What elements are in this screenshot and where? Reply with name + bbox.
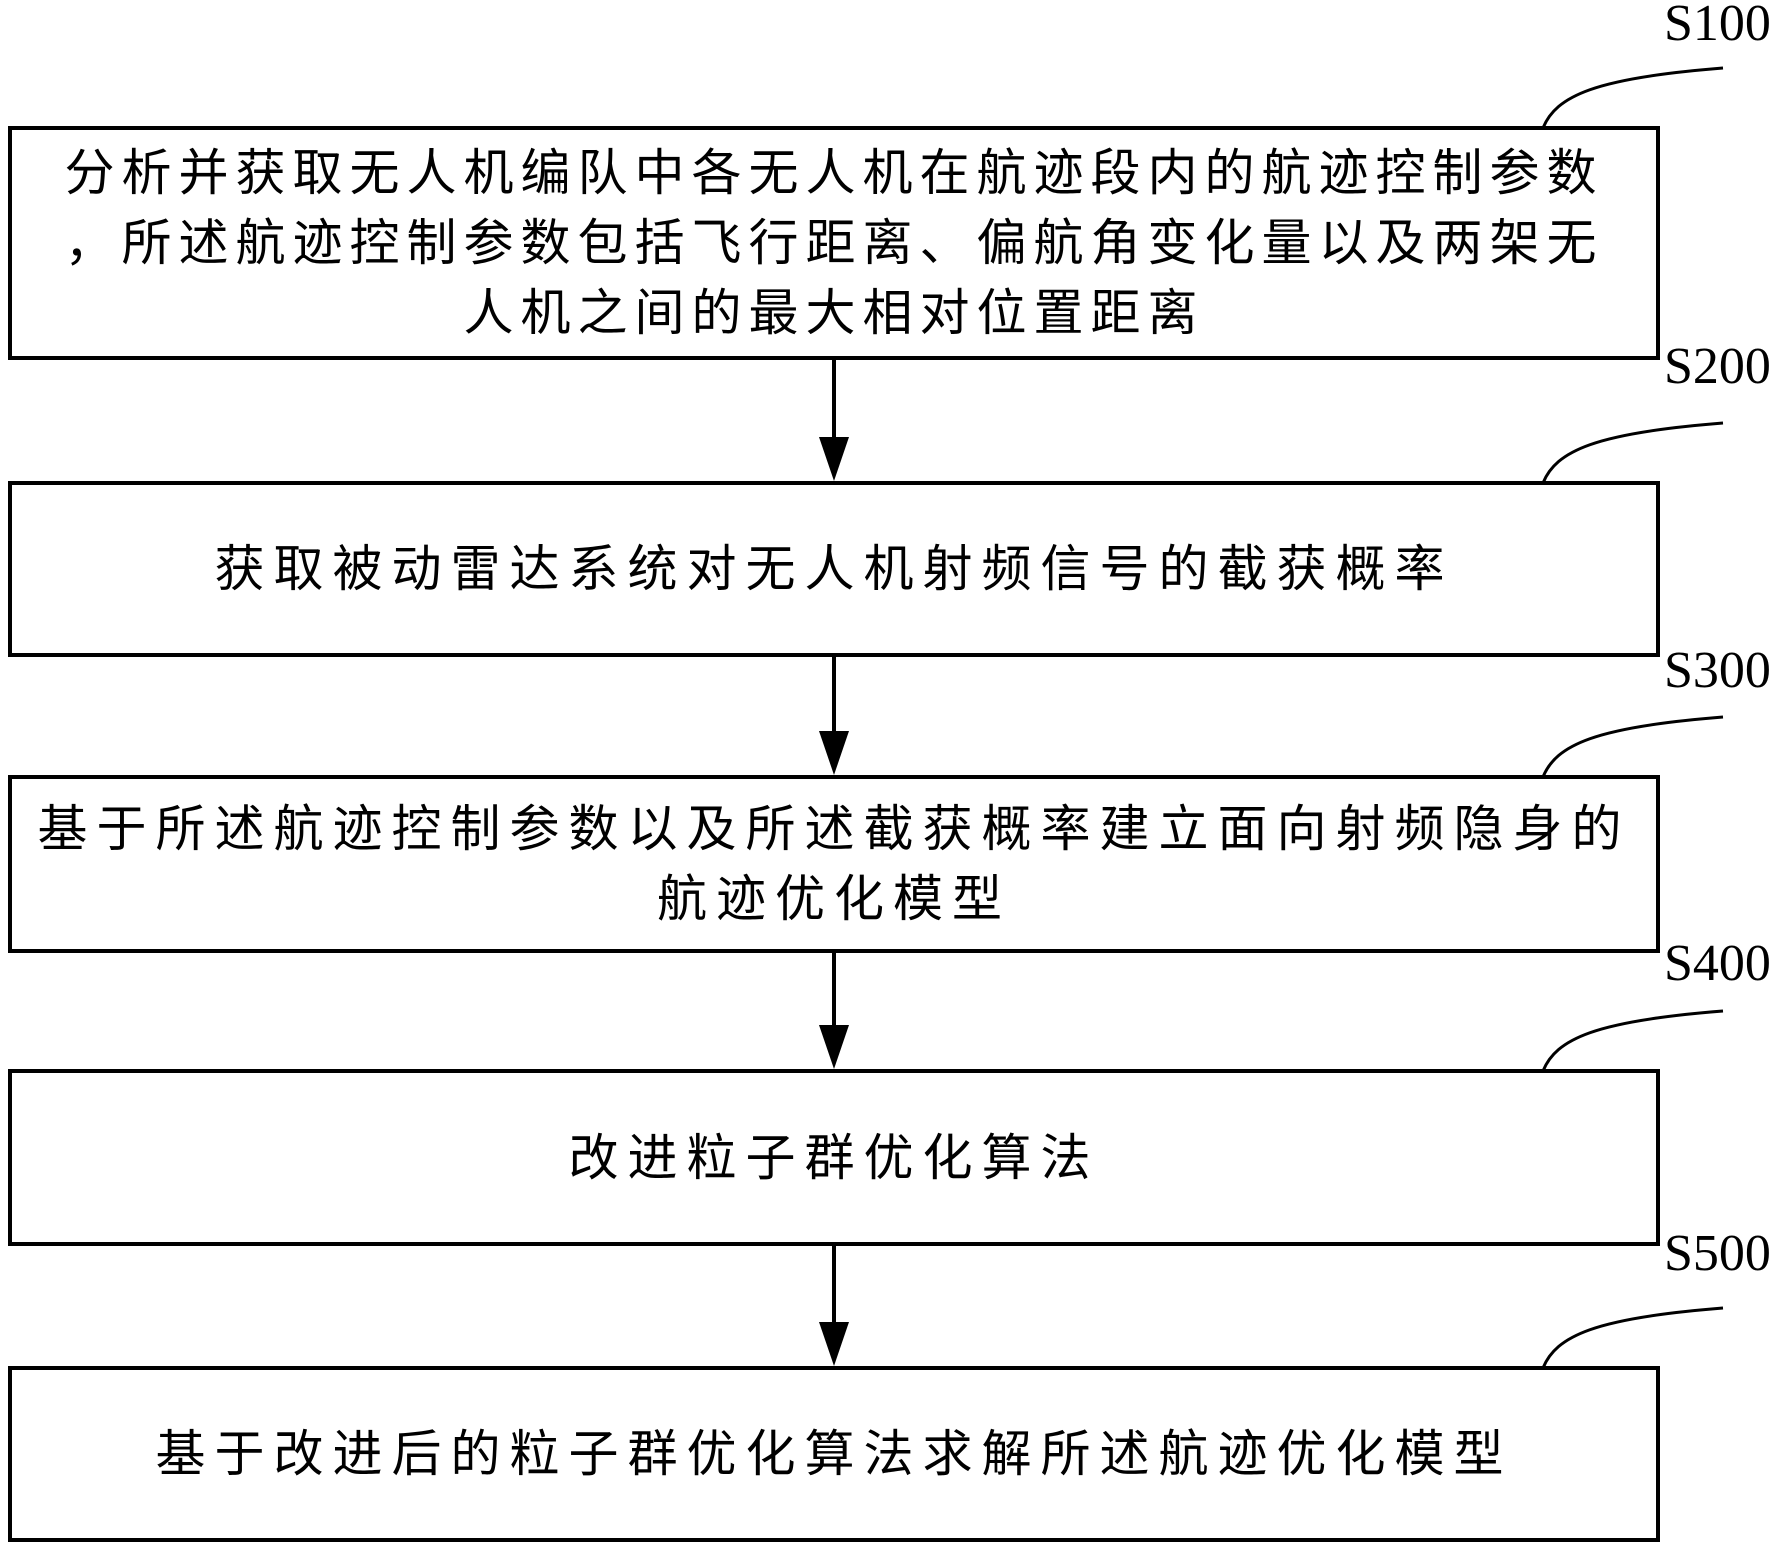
flow-arrow-3 — [819, 953, 849, 1069]
flow-arrow-4 — [819, 1246, 849, 1366]
step-label-s300: S300 — [1664, 642, 1771, 699]
flow-box-s300-line-1: 基于所述航迹控制参数以及所述截获概率建立面向射频隐身的 — [37, 801, 1631, 857]
flow-box-s500: 基于改进后的粒子群优化算法求解所述航迹优化模型 — [8, 1366, 1660, 1542]
flow-arrow-1 — [819, 360, 849, 481]
flow-box-s400: 改进粒子群优化算法 — [8, 1069, 1660, 1246]
step-label-s400: S400 — [1664, 935, 1771, 992]
flow-box-s100-line-2: ，所述航迹控制参数包括飞行距离、偏航角变化量以及两架无 — [64, 215, 1604, 271]
leader-line-s300 — [1541, 715, 1724, 778]
flow-box-s200: 获取被动雷达系统对无人机射频信号的截获概率 — [8, 481, 1660, 657]
step-label-s100: S100 — [1664, 0, 1771, 52]
leader-line-s500 — [1541, 1306, 1724, 1369]
flow-box-s400-line-1: 改进粒子群优化算法 — [568, 1129, 1100, 1186]
leader-line-s400 — [1541, 1009, 1724, 1072]
flow-box-s100-line-3: 人机之间的最大相对位置距离 — [463, 285, 1205, 341]
flow-box-s100: 分析并获取无人机编队中各无人机在航迹段内的航迹控制参数 ，所述航迹控制参数包括飞… — [8, 126, 1660, 360]
flow-box-s500-line-1: 基于改进后的粒子群优化算法求解所述航迹优化模型 — [155, 1426, 1513, 1482]
flow-arrow-2 — [819, 657, 849, 775]
leader-line-s100 — [1541, 66, 1724, 129]
step-label-s500: S500 — [1664, 1225, 1771, 1282]
flow-box-s300-line-2: 航迹优化模型 — [657, 871, 1011, 927]
step-label-s200: S200 — [1664, 338, 1771, 395]
flow-box-s300: 基于所述航迹控制参数以及所述截获概率建立面向射频隐身的 航迹优化模型 — [8, 775, 1660, 953]
flow-box-s100-line-1: 分析并获取无人机编队中各无人机在航迹段内的航迹控制参数 — [64, 145, 1604, 201]
leader-line-s200 — [1541, 421, 1724, 484]
flow-box-s200-line-1: 获取被动雷达系统对无人机射频信号的截获概率 — [214, 541, 1454, 597]
